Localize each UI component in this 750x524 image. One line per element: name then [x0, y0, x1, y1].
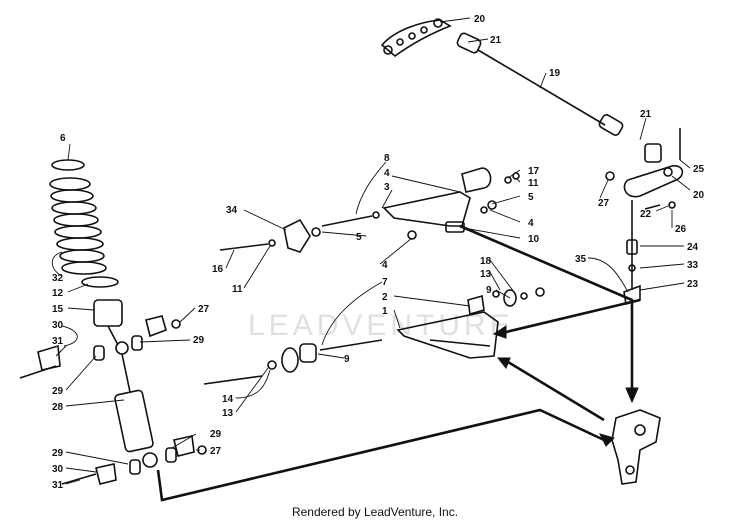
callout-label: 9: [344, 354, 350, 365]
callout-label: 10: [528, 234, 540, 245]
callout-label: 24: [687, 242, 699, 253]
callout-label: 11: [528, 178, 539, 189]
callout-label: 15: [52, 304, 64, 315]
render-credit: Rendered by LeadVenture, Inc.: [291, 505, 459, 519]
callout-label: 22: [640, 209, 652, 220]
callout-label: 30: [52, 464, 64, 475]
callout-label: 4: [384, 168, 390, 179]
callout-label: 31: [52, 336, 64, 347]
callout-label: 12: [52, 288, 64, 299]
callout-label: 34: [226, 205, 238, 216]
watermark-text: LEADVENTURE: [248, 309, 514, 342]
callout-label: 18: [480, 256, 492, 267]
spindle-assembly: [611, 409, 661, 485]
callout-label: 29: [210, 429, 222, 440]
callout-label: 30: [52, 320, 64, 331]
callout-label: 13: [480, 269, 492, 280]
callout-label: 4: [528, 218, 534, 229]
callout-label: 29: [52, 448, 64, 459]
callout-label: 29: [193, 335, 205, 346]
callout-label: 27: [598, 198, 610, 209]
callout-label: 4: [382, 260, 388, 271]
callout-label: 33: [687, 260, 699, 271]
callout-label: 20: [693, 190, 705, 201]
callout-label: 35: [575, 254, 587, 265]
leader-lines: [51, 17, 691, 485]
callout-label: 16: [212, 264, 224, 275]
callout-label: 8: [384, 153, 390, 164]
callout-label: 27: [198, 304, 210, 315]
callout-label: 26: [675, 224, 687, 235]
lower-a-arm-assembly: [203, 287, 545, 385]
callout-label: 31: [52, 480, 64, 491]
callout-label: 32: [52, 273, 64, 284]
callout-label: 29: [52, 386, 64, 397]
callout-label: 7: [382, 277, 388, 288]
sway-bar-assembly: [380, 18, 684, 306]
callout-label: 23: [687, 279, 699, 290]
callout-label: 2: [382, 292, 388, 303]
callout-label: 19: [549, 68, 561, 79]
callout-label: 27: [210, 446, 222, 457]
callout-labels: 20 21 19 21 25 20 27 22 26 24 33 23 35 6…: [52, 14, 705, 491]
callout-label: 20: [474, 14, 486, 25]
callout-label: 21: [640, 109, 652, 120]
callout-label: 5: [356, 232, 362, 243]
callout-label: 1: [382, 306, 388, 317]
callout-label: 9: [486, 285, 492, 296]
shock-absorber-assembly: [19, 159, 207, 485]
callout-label: 17: [528, 166, 540, 177]
assembly-flow-arrows: [156, 224, 641, 502]
callout-label: 25: [693, 164, 705, 175]
callout-label: 13: [222, 408, 234, 419]
callout-label: 14: [222, 394, 234, 405]
callout-label: 28: [52, 402, 64, 413]
callout-label: 21: [490, 35, 502, 46]
callout-label: 6: [60, 133, 66, 144]
upper-a-arm-assembly: [219, 167, 520, 253]
callout-label: 11: [232, 284, 243, 295]
callout-label: 3: [384, 182, 390, 193]
callout-label: 5: [528, 192, 534, 203]
